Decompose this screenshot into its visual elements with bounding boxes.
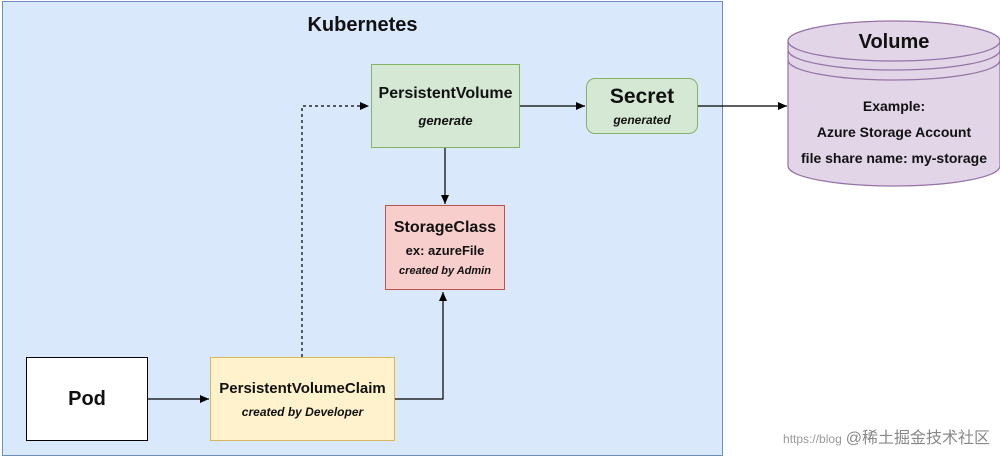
volume-line-account: Azure Storage Account xyxy=(816,124,972,140)
volume-line-example: Example: xyxy=(862,98,926,114)
persistent-volume-title: PersistentVolume xyxy=(378,84,513,102)
storage-class-example: ex: azureFile xyxy=(405,242,485,258)
watermark: https://blog@稀土掘金技术社区 xyxy=(750,424,990,448)
pvc-title: PersistentVolumeClaim xyxy=(219,379,386,397)
persistent-volume-subtitle: generate xyxy=(418,112,473,128)
persistent-volume-node[interactable]: PersistentVolume generate xyxy=(371,64,520,148)
kubernetes-title: Kubernetes xyxy=(307,14,418,36)
secret-node[interactable]: Secret generated xyxy=(586,78,698,134)
volume-details: Example: Azure Storage Account file shar… xyxy=(788,93,1000,171)
edge-pvc-to-pv xyxy=(301,102,369,357)
storage-class-node[interactable]: StorageClass ex: azureFile created by Ad… xyxy=(385,205,505,290)
pvc-node[interactable]: PersistentVolumeClaim created by Develop… xyxy=(210,357,395,441)
edge-pvc-to-storageclass xyxy=(395,292,447,400)
watermark-text: @稀土掘金技术社区 xyxy=(845,430,990,447)
storage-class-title: StorageClass xyxy=(393,218,497,236)
watermark-url: https://blog xyxy=(783,432,842,446)
pod-node[interactable]: Pod xyxy=(26,357,148,441)
pvc-subtitle: created by Developer xyxy=(241,404,364,419)
volume-node: Volume Example: Azure Storage Account fi… xyxy=(788,20,1000,200)
pod-title: Pod xyxy=(68,387,106,410)
volume-cylinder[interactable] xyxy=(787,20,1000,187)
storage-class-subtitle: created by Admin xyxy=(399,264,491,277)
volume-line-share: file share name: my-storage xyxy=(801,150,987,166)
secret-subtitle: generated xyxy=(613,113,671,127)
volume-title: Volume xyxy=(858,31,930,53)
secret-title: Secret xyxy=(609,85,675,108)
